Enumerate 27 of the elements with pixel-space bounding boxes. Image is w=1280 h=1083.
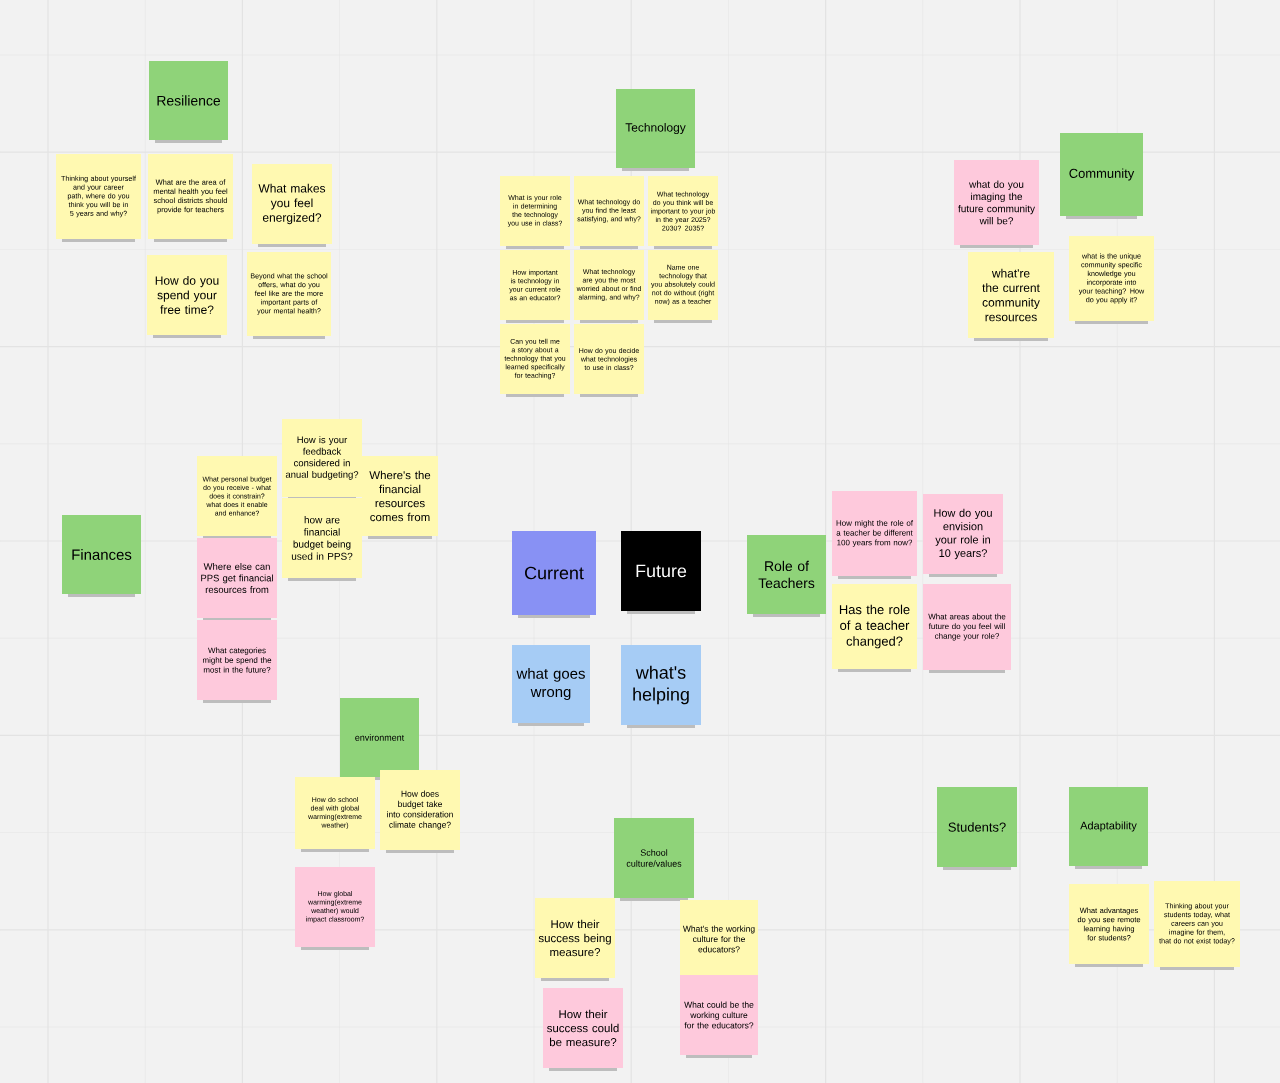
sticky-note: what do you imaging the future community will be? bbox=[954, 160, 1039, 248]
sticky-note: Adaptability bbox=[1069, 787, 1148, 869]
sticky-note: Resilience bbox=[149, 61, 228, 143]
sticky-note: What makes you feel energized? bbox=[252, 164, 332, 247]
sticky-note: Future bbox=[621, 531, 701, 614]
sticky-note: What could be the working culture for the educators? bbox=[680, 975, 758, 1058]
sticky-note: How their success being measure? bbox=[535, 898, 615, 981]
sticky-note: Has the role of a teacher changed? bbox=[832, 584, 917, 672]
sticky-note: How their success could be measure? bbox=[543, 988, 623, 1071]
sticky-note: Students? bbox=[937, 787, 1017, 870]
sticky-note: what's helping bbox=[621, 645, 701, 728]
sticky-note: how are financial budget being used in PPS? bbox=[282, 498, 362, 581]
sticky-note: Finances bbox=[62, 515, 141, 597]
sticky-note: what're the current community resources bbox=[968, 252, 1054, 341]
sticky-note: Where's the financial resources comes from bbox=[362, 456, 438, 539]
sticky-note: Role of Teachers bbox=[747, 535, 826, 617]
sticky-note: School culture/values bbox=[614, 818, 694, 901]
sticky-note: environment bbox=[340, 698, 419, 780]
sticky-note: How do you envision your role in 10 years? bbox=[923, 494, 1003, 577]
sticky-note: How does budget take into consideration climate change? bbox=[380, 770, 460, 853]
sticky-note: Current bbox=[512, 531, 596, 618]
sticky-note: Technology bbox=[616, 89, 695, 171]
sticky-note: Community bbox=[1060, 133, 1143, 219]
sticky-note: Where else can PPS get financial resources from bbox=[197, 538, 277, 621]
sticky-note: what goes wrong bbox=[512, 645, 590, 726]
sticky-note: How do you spend your free time? bbox=[147, 255, 227, 338]
sticky-note: How is your feedback considered in anual budgeting? bbox=[282, 419, 362, 500]
